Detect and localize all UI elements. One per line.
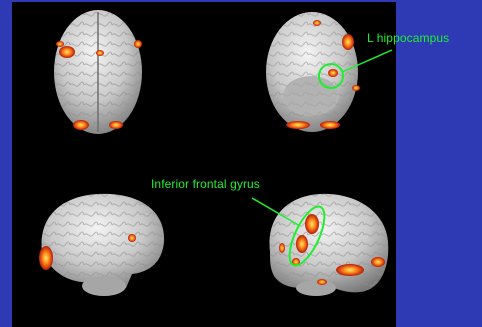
activation-blob [39, 246, 53, 270]
brain-inferior-view [266, 12, 392, 132]
activation-blob [109, 121, 123, 129]
brain-left-lateral-view [252, 194, 388, 296]
activation-blob [305, 214, 319, 234]
activation-blob [328, 69, 338, 77]
activation-blob [320, 121, 340, 129]
brain-superior-view [54, 10, 142, 134]
hippocampus-annotation: L hippocampus [367, 31, 449, 45]
activation-blob [342, 34, 354, 50]
activation-blob [296, 235, 308, 253]
activation-blob [96, 50, 104, 56]
brain-right-lateral-view [39, 194, 164, 296]
activation-blob [336, 264, 364, 276]
activation-blob [317, 279, 327, 285]
activation-blob [128, 234, 136, 242]
activation-blob [279, 243, 285, 253]
inferior-frontal-gyrus-annotation: Inferior frontal gyrus [151, 177, 260, 191]
activation-blob [134, 40, 142, 48]
activation-blob [313, 20, 321, 26]
activation-blob [56, 41, 64, 47]
activation-blob [352, 85, 360, 91]
activation-blob [59, 46, 75, 58]
activation-blob [371, 257, 385, 267]
activation-blob [286, 121, 310, 129]
activation-blob [73, 120, 89, 130]
